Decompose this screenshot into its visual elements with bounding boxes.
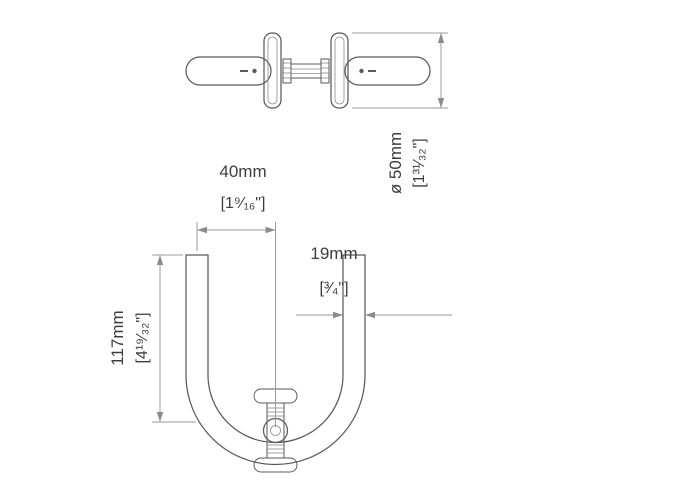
- dimension-rose-diameter: ø 50mm [1³¹⁄₃₂"]: [352, 32, 448, 194]
- handle-outer-contour: [185, 254, 366, 466]
- spindle-mechanism: [282, 58, 330, 84]
- left-rose-edge: [263, 32, 282, 109]
- right-setscrew-dot: [359, 68, 364, 74]
- rose-plate: [253, 457, 298, 473]
- front-view: [185, 254, 366, 473]
- arrowhead-left: [197, 226, 207, 234]
- left-setscrew-dot: [252, 68, 257, 74]
- dimension-grip-projection: 40mm [1⁹⁄₁₆"]: [196, 162, 276, 427]
- top-view: [185, 32, 431, 109]
- rose-diameter-metric-label: ø 50mm: [386, 132, 405, 194]
- arrowhead-right: [265, 226, 276, 234]
- dimension-tube-diameter: 19mm [³⁄₄"]: [296, 244, 452, 319]
- arrowhead-right: [333, 311, 343, 319]
- grip-length-imperial-label: [4¹⁹⁄₃₂"]: [134, 312, 151, 363]
- arrowhead-down: [156, 412, 164, 422]
- right-rose-inner-edge: [334, 36, 345, 105]
- arrowhead-up: [156, 255, 164, 265]
- tube-diameter-metric-label: 19mm: [310, 244, 357, 263]
- grip-length-metric-label: 117mm: [108, 310, 127, 365]
- arrowhead-down: [437, 98, 445, 108]
- right-lever-profile: [344, 56, 431, 86]
- left-rose-inner-edge: [267, 36, 278, 105]
- rose-diameter-imperial-label: [1³¹⁄₃₂"]: [411, 138, 428, 188]
- dimension-grip-length: 117mm [4¹⁹⁄₃₂"]: [108, 254, 196, 423]
- square-spindle: [290, 63, 322, 79]
- right-rose-edge: [330, 32, 349, 109]
- tube-diameter-imperial-label: [³⁄₄"]: [319, 280, 348, 297]
- grip-projection-metric-label: 40mm: [219, 162, 266, 181]
- left-lever-profile: [185, 56, 272, 86]
- grip-projection-imperial-label: [1⁹⁄₁₆"]: [221, 195, 266, 212]
- arrowhead-left: [365, 311, 375, 319]
- arrowhead-up: [437, 33, 445, 43]
